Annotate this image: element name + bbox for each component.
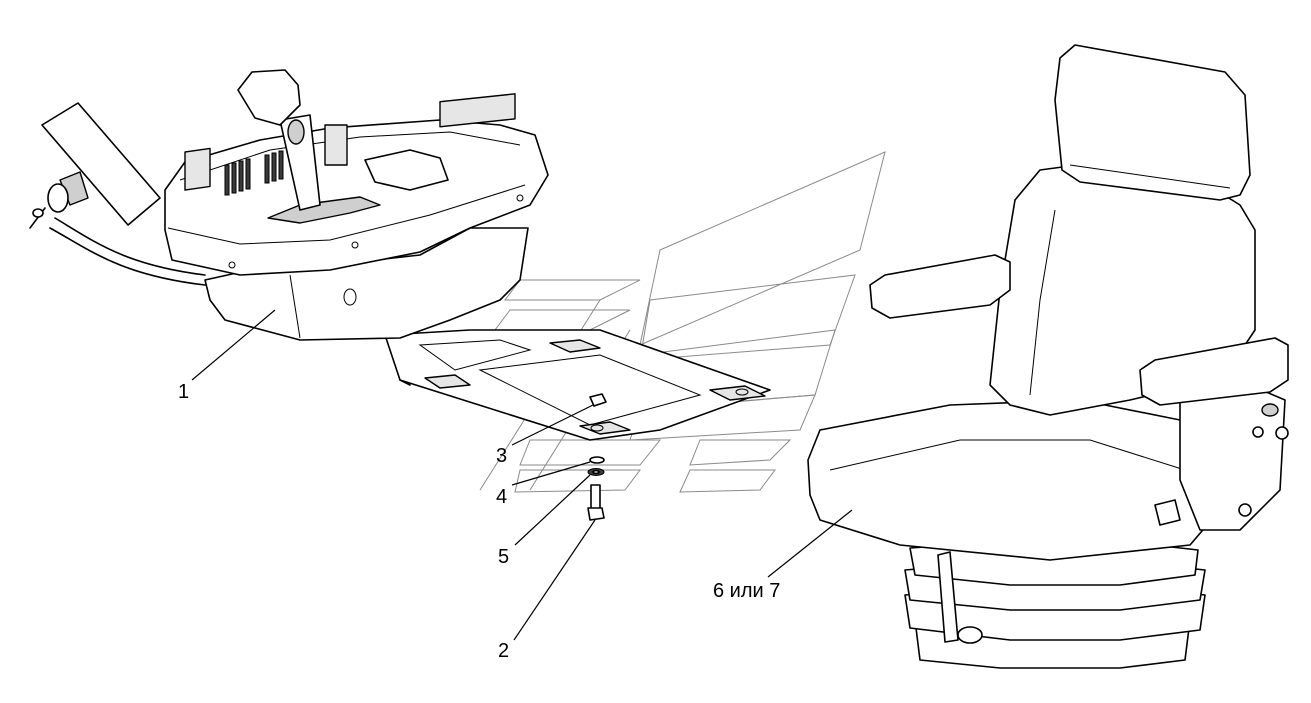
callout-label-4: 4: [496, 486, 507, 508]
callout-1: 1: [178, 309, 276, 403]
control-console: [29, 69, 549, 341]
callout-label-6-or-7: 6 или 7: [713, 580, 780, 602]
callout-5: 5: [498, 474, 591, 568]
callout-3: 3: [496, 404, 594, 467]
callout-label-1: 1: [178, 381, 189, 403]
callout-2: 2: [498, 519, 596, 662]
operator-seat: [807, 44, 1289, 669]
callout-label-5: 5: [498, 546, 509, 568]
callout-4: 4: [496, 461, 591, 508]
callout-6-or-7: 6 или 7: [713, 509, 853, 602]
callout-label-2: 2: [498, 640, 509, 662]
fasteners: [587, 393, 607, 521]
callout-label-3: 3: [496, 445, 507, 467]
mounting-plate: [384, 329, 771, 441]
